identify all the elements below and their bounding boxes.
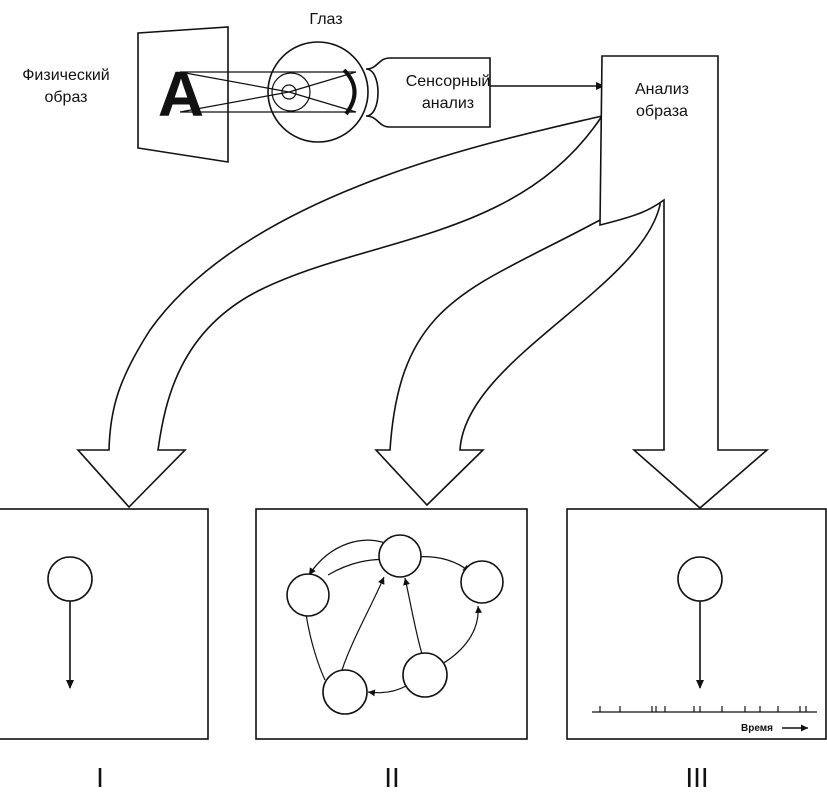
panel-2-numeral: II	[384, 762, 400, 793]
time-axis	[592, 706, 817, 713]
physical-image-card	[137, 26, 229, 163]
sensory-analysis-box: Сенсорный анализ	[365, 57, 491, 128]
panel-3-numeral: III	[685, 762, 708, 793]
sensory-analysis-label-line2: анализ	[422, 95, 474, 112]
image-analysis-label-line2: образа	[636, 103, 688, 120]
panel-1-numeral: I	[96, 762, 104, 793]
panel-1	[0, 508, 209, 740]
flow-arrow-to-panel-1	[76, 114, 604, 509]
sensory-analysis-label-line1: Сенсорный	[406, 73, 491, 90]
eye-label: Глаз	[309, 11, 342, 28]
flow-arrow-to-panel-3	[599, 55, 770, 510]
physical-image-label-line2: образ	[44, 89, 87, 106]
flow-arrow-to-panel-2	[374, 198, 661, 507]
physical-image-label-line1: Физический	[22, 67, 109, 84]
eye	[179, 41, 369, 143]
panel-3: Время	[566, 508, 827, 740]
letter-a: A	[158, 58, 204, 130]
time-axis-label: Время	[741, 723, 773, 734]
panel-2	[255, 508, 528, 740]
image-analysis-label-line1: Анализ	[635, 81, 689, 98]
